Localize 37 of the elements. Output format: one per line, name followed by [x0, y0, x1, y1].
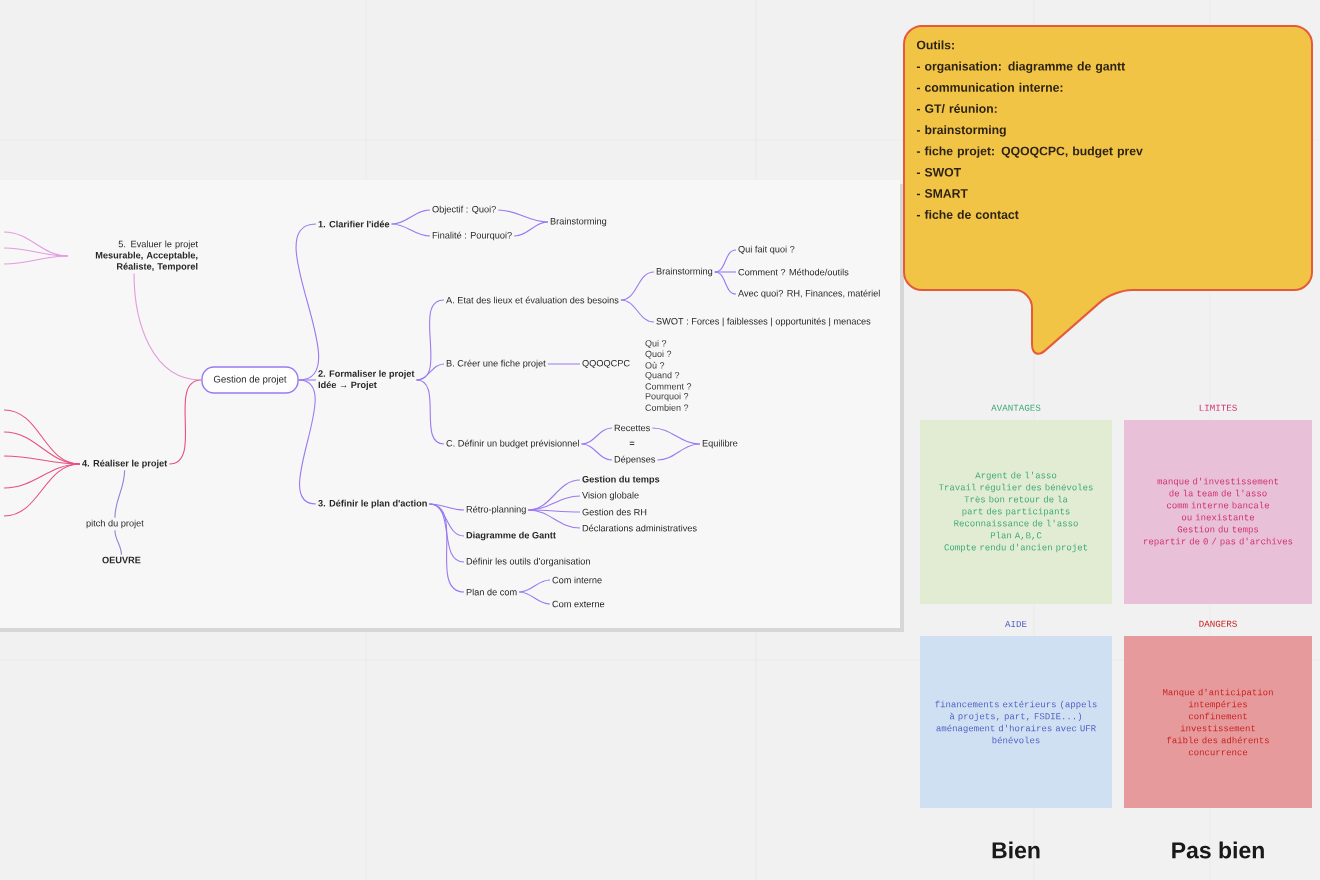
column-heading: Bien: [992, 841, 1040, 859]
branch-line: [428, 503, 465, 593]
branch-line: [651, 427, 701, 445]
branch-line: [714, 249, 737, 273]
branch-line: [714, 271, 737, 273]
branch-line: [518, 591, 551, 605]
branch-line: [620, 299, 655, 323]
branch-line: [114, 469, 126, 519]
branch-line: [428, 503, 465, 563]
branch-line: [298, 379, 317, 381]
branch-line: [513, 221, 549, 237]
branch-line: [391, 209, 431, 225]
branch-line: [580, 427, 613, 445]
branch-line: [3, 463, 81, 489]
branch-line: [518, 579, 551, 593]
branch-line: [295, 223, 320, 381]
branch-line: [656, 443, 701, 461]
branch-line: [527, 509, 581, 529]
branch-line: [620, 271, 655, 301]
branch-line: [3, 255, 69, 265]
branch-line: [3, 455, 81, 465]
branch-line: [415, 363, 445, 381]
branch-line: [168, 379, 202, 465]
branch-line: [580, 443, 613, 461]
branch-line: [133, 272, 202, 381]
branch-line: [298, 379, 317, 505]
branch-line: [547, 363, 581, 365]
column-heading: Pas bien: [1172, 841, 1264, 859]
branch-line: [3, 463, 81, 517]
branch-line: [3, 247, 69, 257]
branch-line: [391, 223, 431, 237]
branch-line: [714, 271, 737, 295]
branch-line: [428, 503, 465, 511]
branch-line: [114, 529, 122, 556]
branch-line: [415, 379, 445, 445]
branch-line: [527, 509, 581, 513]
branch-line: [497, 209, 549, 223]
